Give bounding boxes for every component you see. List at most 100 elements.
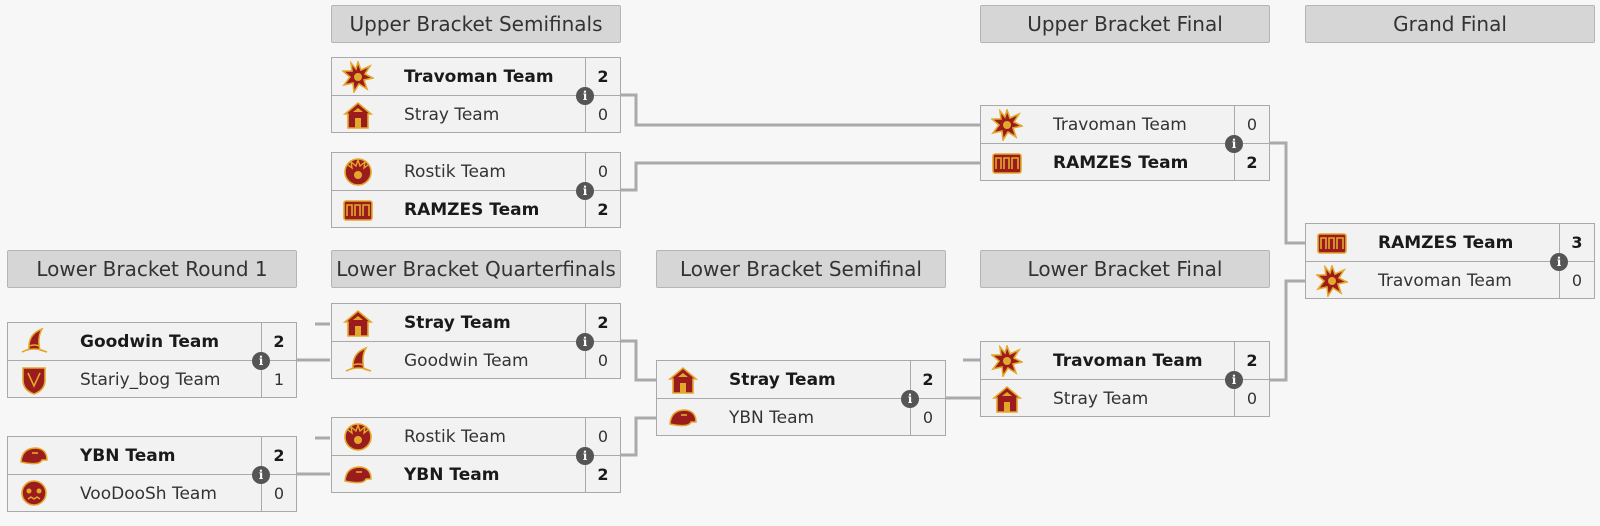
match-info-icon[interactable]: i [576,182,594,200]
team-score: 0 [585,96,620,133]
team-row[interactable]: Stray Team 0 [332,96,620,133]
team-name[interactable]: Stray Team [404,104,500,125]
team-row[interactable]: Stray Team 2 [657,361,945,399]
match-info-icon[interactable]: i [576,333,594,351]
team-score: 2 [585,456,620,493]
team-name[interactable]: VooDooSh Team [80,483,217,504]
team-row[interactable]: Stray Team 2 [332,304,620,342]
team-row[interactable]: VooDooSh Team 0 [8,475,296,512]
match-info-icon[interactable]: i [252,352,270,370]
travoman-logo-icon [981,342,1033,379]
team-name[interactable]: Stray Team [404,312,511,333]
header-lower-bracket-quarterfinals: Lower Bracket Quarterfinals [331,250,621,288]
match-info-icon[interactable]: i [576,87,594,105]
team-name[interactable]: YBN Team [80,445,176,466]
stray-logo-icon [981,380,1033,417]
header-lower-bracket-final: Lower Bracket Final [980,250,1270,288]
team-name[interactable]: Rostik Team [404,426,506,447]
travoman-logo-icon [981,106,1033,143]
stray-logo-icon [332,304,384,341]
header-lower-bracket-semifinal: Lower Bracket Semifinal [656,250,946,288]
team-name[interactable]: Travoman Team [1053,114,1187,135]
stray-logo-icon [657,361,709,398]
team-score: 2 [1234,144,1269,181]
team-score: 0 [261,475,296,512]
team-name[interactable]: Stray Team [729,369,836,390]
team-score: 2 [585,191,620,228]
team-row[interactable]: Goodwin Team 0 [332,342,620,379]
team-score: 0 [1559,262,1594,299]
team-row[interactable]: RAMZES Team 2 [332,191,620,228]
match-info-icon[interactable]: i [252,466,270,484]
team-name[interactable]: Travoman Team [1053,350,1203,371]
match-info-icon[interactable]: i [1225,135,1243,153]
header-grand-final: Grand Final [1305,5,1595,43]
team-row[interactable]: Travoman Team 2 [332,58,620,96]
team-row[interactable]: Rostik Team 0 [332,418,620,456]
goodwin-logo-icon [332,342,384,379]
team-row[interactable]: Travoman Team 0 [1306,262,1594,299]
team-row[interactable]: YBN Team 0 [657,399,945,436]
team-row[interactable]: YBN Team 2 [332,456,620,493]
header-lower-bracket-round-1: Lower Bracket Round 1 [7,250,297,288]
team-score: 0 [910,399,945,436]
match-info-icon[interactable]: i [901,390,919,408]
team-score: 1 [261,361,296,398]
team-row[interactable]: Travoman Team 0 [981,106,1269,144]
team-name[interactable]: YBN Team [729,407,815,428]
team-score: 0 [585,342,620,379]
rostik-logo-icon [332,418,384,455]
team-name[interactable]: Stariy_bog Team [80,369,221,390]
team-name[interactable]: Rostik Team [404,161,506,182]
ybn-logo-icon [332,456,384,493]
match-info-icon[interactable]: i [1550,253,1568,271]
stariy-bog-logo-icon [8,361,60,398]
ramzes-logo-icon [332,191,384,228]
team-row[interactable]: RAMZES Team 2 [981,144,1269,181]
team-name[interactable]: YBN Team [404,464,500,485]
team-score: 2 [585,58,620,95]
header-upper-bracket-final: Upper Bracket Final [980,5,1270,43]
team-name[interactable]: RAMZES Team [404,199,540,220]
travoman-logo-icon [332,58,384,95]
rostik-logo-icon [332,153,384,190]
team-row[interactable]: YBN Team 2 [8,437,296,475]
team-score: 2 [585,304,620,341]
header-upper-bracket-semifinals: Upper Bracket Semifinals [331,5,621,43]
team-name[interactable]: Travoman Team [1378,270,1512,291]
team-name[interactable]: RAMZES Team [1378,232,1514,253]
stray-logo-icon [332,96,384,133]
team-name[interactable]: Goodwin Team [404,350,529,371]
team-score: 0 [585,418,620,455]
travoman-logo-icon [1306,262,1358,299]
goodwin-logo-icon [8,323,60,360]
match-info-icon[interactable]: i [1225,371,1243,389]
ybn-logo-icon [8,437,60,474]
team-name[interactable]: Goodwin Team [80,331,220,352]
voodoosh-logo-icon [8,475,60,512]
team-name[interactable]: Stray Team [1053,388,1149,409]
ramzes-logo-icon [1306,224,1358,261]
team-name[interactable]: Travoman Team [404,66,554,87]
team-name[interactable]: RAMZES Team [1053,152,1189,173]
team-row[interactable]: Stariy_bog Team 1 [8,361,296,398]
team-score: 2 [910,361,945,398]
team-score: 0 [1234,106,1269,143]
team-score: 2 [261,437,296,474]
match-info-icon[interactable]: i [576,447,594,465]
